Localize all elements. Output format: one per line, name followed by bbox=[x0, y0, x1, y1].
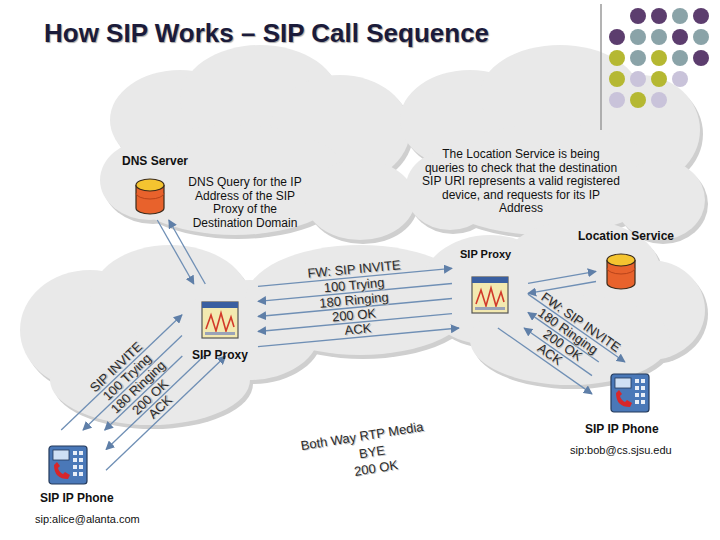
sip-uri: sip:alice@alanta.com bbox=[35, 513, 140, 525]
message-arrow bbox=[528, 271, 596, 283]
callout-note: DNS Query for the IP Address of the SIP … bbox=[186, 176, 304, 230]
message-arrow bbox=[157, 220, 194, 284]
node-name: Location Service bbox=[578, 229, 674, 243]
node-name: SIP Proxy bbox=[460, 248, 511, 260]
cloud bbox=[20, 45, 705, 425]
db-icon bbox=[604, 252, 638, 292]
proxy-icon bbox=[471, 276, 509, 314]
proxy-icon bbox=[201, 301, 239, 339]
sip-proxy: SIP Proxy bbox=[452, 262, 528, 328]
phone-icon bbox=[610, 373, 650, 413]
message-label: ACK bbox=[344, 321, 372, 338]
callout-note: The Location Service is being queries to… bbox=[422, 148, 620, 216]
sip-proxy: SIP Proxy bbox=[182, 284, 258, 356]
node-name: SIP Proxy bbox=[192, 348, 248, 362]
message-arrow bbox=[83, 336, 182, 431]
dns-server: DNS Server bbox=[122, 174, 178, 220]
divider-line bbox=[600, 4, 602, 130]
db-icon bbox=[133, 177, 167, 217]
node-name: SIP IP Phone bbox=[40, 491, 114, 505]
message-arrow bbox=[169, 220, 206, 284]
node-name: DNS Server bbox=[122, 154, 188, 168]
sip-uri: sip:bob@cs.sjsu.edu bbox=[570, 444, 672, 456]
message-arrow bbox=[528, 282, 596, 294]
sip-phone: SIP IP Phonesip:alice@alanta.com bbox=[30, 430, 106, 500]
decor-dots bbox=[609, 8, 709, 108]
location-service: Location Service bbox=[596, 250, 646, 294]
cloud-shadow bbox=[23, 49, 708, 429]
message-arrow bbox=[61, 315, 182, 430]
sip-phone: SIP IP Phonesip:bob@cs.sjsu.edu bbox=[592, 362, 668, 424]
node-name: SIP IP Phone bbox=[585, 422, 659, 436]
slide-title: How SIP Works – SIP Call Sequence bbox=[44, 18, 489, 49]
phone-icon bbox=[48, 445, 88, 485]
